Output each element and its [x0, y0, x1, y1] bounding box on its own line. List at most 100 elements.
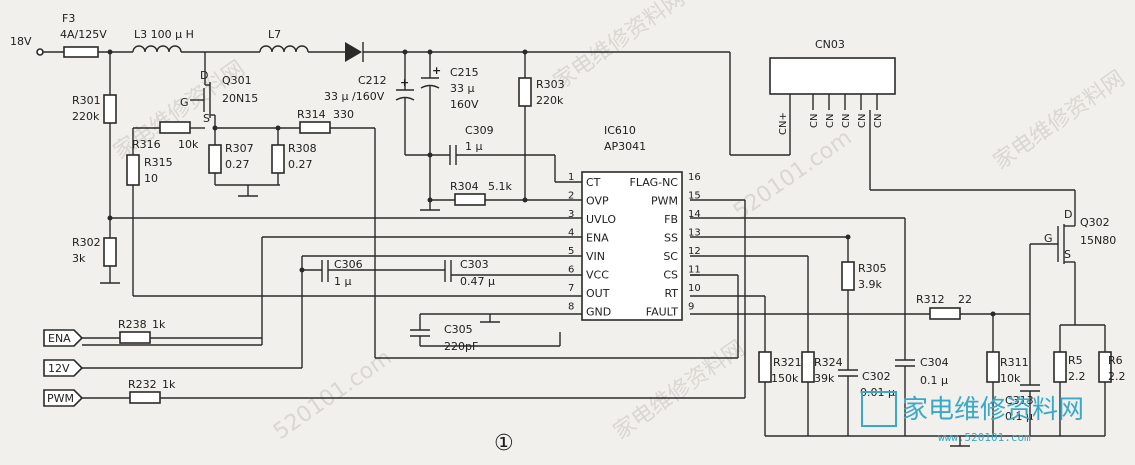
- ic-pin-name: ENA: [586, 232, 609, 245]
- ic-pin-number: 15: [688, 191, 701, 202]
- resistor-r308: [271, 144, 285, 174]
- watermark-text: 家电维修资料网: [989, 66, 1130, 175]
- input-terminal: [36, 48, 44, 56]
- ic-pin-number: 3: [568, 209, 574, 220]
- svg-text:R308: R308: [288, 142, 317, 155]
- svg-text:R6: R6: [1108, 354, 1123, 367]
- fuse-value: 4A/125V: [60, 28, 107, 41]
- v12-tag: [43, 359, 84, 377]
- svg-text:+: +: [432, 64, 441, 77]
- resistor-r5: [1053, 351, 1067, 383]
- svg-text:150k: 150k: [771, 372, 799, 385]
- svg-text:33 μ /160V: 33 μ /160V: [324, 90, 385, 103]
- mosfet-q301: D G S Q301 20N15: [180, 52, 258, 131]
- ic-pin-name: FLAG-NC: [630, 176, 679, 189]
- svg-text:IC610: IC610: [604, 124, 636, 137]
- svg-text:S: S: [203, 112, 210, 125]
- inductor-l7-label: L7: [268, 28, 281, 41]
- svg-text:C306: C306: [334, 258, 363, 271]
- connector-ref: CN03: [815, 38, 845, 51]
- svg-text:220pF: 220pF: [444, 340, 478, 353]
- svg-text:Q301: Q301: [222, 74, 252, 87]
- svg-text:C305: C305: [444, 323, 473, 336]
- svg-text:2.2: 2.2: [1108, 370, 1126, 383]
- connector-pin: CN: [809, 114, 820, 128]
- svg-text:C309: C309: [465, 124, 494, 137]
- resistor-r314: [299, 121, 331, 134]
- resistor-r303: [518, 77, 532, 107]
- svg-text:R302: R302: [72, 236, 101, 249]
- ic-pin-name: PWM: [651, 195, 678, 208]
- svg-text:D: D: [200, 69, 208, 82]
- connector-pin: CN: [825, 114, 836, 128]
- resistor-r311: [986, 351, 1000, 383]
- top-rail: 18V F3 4A/125V L3 100 μ H L7: [10, 12, 791, 156]
- svg-text:C212: C212: [358, 74, 387, 87]
- svg-text:PWM: PWM: [47, 392, 74, 405]
- watermark-text: 520101.com: [269, 345, 396, 445]
- svg-text:R232: R232: [128, 378, 157, 391]
- svg-text:12V: 12V: [48, 362, 70, 375]
- site-logo: 家电维修资料网 www.520101.com: [861, 391, 1084, 444]
- ic-pin-name: FAULT: [646, 306, 679, 319]
- svg-text:0.27: 0.27: [225, 158, 250, 171]
- ic-pin-name: CT: [586, 176, 601, 189]
- svg-text:R303: R303: [536, 78, 565, 91]
- resistor-r307: [208, 144, 222, 174]
- resistor-r301: [103, 94, 117, 124]
- svg-text:R321: R321: [773, 356, 802, 369]
- svg-text:33 μ: 33 μ: [450, 82, 475, 95]
- mosfet-q302: D G S Q302 15N80: [1029, 208, 1116, 325]
- ic-pin-number: 2: [568, 191, 574, 202]
- svg-text:1k: 1k: [152, 318, 166, 331]
- connector-pin: CN: [841, 114, 852, 128]
- ic-pin-number: 13: [688, 228, 701, 239]
- svg-text:15N80: 15N80: [1080, 234, 1116, 247]
- resistor-r304: [454, 193, 486, 206]
- ic-pin-number: 11: [688, 265, 701, 276]
- inductor-l3-label: L3 100 μ H: [134, 28, 194, 41]
- left-divider: R301 220k R302 3k: [72, 52, 560, 284]
- svg-text:R311: R311: [1000, 356, 1029, 369]
- svg-text:1 μ: 1 μ: [334, 275, 352, 288]
- resistor-r315: [126, 154, 140, 186]
- svg-text:R315: R315: [144, 156, 173, 169]
- svg-text:10k: 10k: [178, 138, 199, 151]
- ic-pin-number: 5: [568, 246, 574, 257]
- svg-text:+: +: [400, 76, 409, 89]
- connector-pin: CN: [873, 114, 884, 128]
- connector-pin: CN+: [778, 112, 789, 135]
- svg-text:R305: R305: [858, 262, 887, 275]
- svg-text:C215: C215: [450, 66, 479, 79]
- gate-network: R316 10k R315 10 R307 0.27 R308 0.27 R31…: [126, 108, 739, 359]
- ic-pin-number: 6: [568, 265, 574, 276]
- svg-text:Q302: Q302: [1080, 216, 1110, 229]
- svg-text:C302: C302: [862, 370, 891, 383]
- svg-text:10k: 10k: [1000, 372, 1021, 385]
- resistor-r312: [929, 307, 961, 320]
- svg-text:39k: 39k: [814, 372, 835, 385]
- svg-text:330: 330: [333, 108, 354, 121]
- svg-text:R312: R312: [916, 293, 945, 306]
- ic-pin-number: 4: [568, 228, 574, 239]
- svg-text:R5: R5: [1068, 354, 1083, 367]
- watermark-text: 家电维修资料网: [609, 336, 750, 445]
- ic-pin-name: VIN: [586, 250, 605, 263]
- svg-text:C303: C303: [460, 258, 489, 271]
- svg-text:R238: R238: [118, 318, 147, 331]
- inductor-l7: [259, 45, 309, 53]
- input-label: 18V: [10, 35, 32, 48]
- svg-text:ENA: ENA: [48, 332, 71, 345]
- left-signals: C306 1 μ C303 0.47 μ C305 220pF: [82, 217, 582, 369]
- svg-text:1k: 1k: [162, 378, 176, 391]
- svg-text:2.2: 2.2: [1068, 370, 1086, 383]
- output-caps: + C212 33 μ /160V + C215 33 μ 160V C309 …: [324, 52, 582, 211]
- fuse-f3: [63, 46, 99, 58]
- ic-pin-number: 8: [568, 302, 574, 313]
- resistor-r302: [103, 237, 117, 267]
- svg-text:C304: C304: [920, 356, 949, 369]
- fuse-ref: F3: [62, 12, 75, 25]
